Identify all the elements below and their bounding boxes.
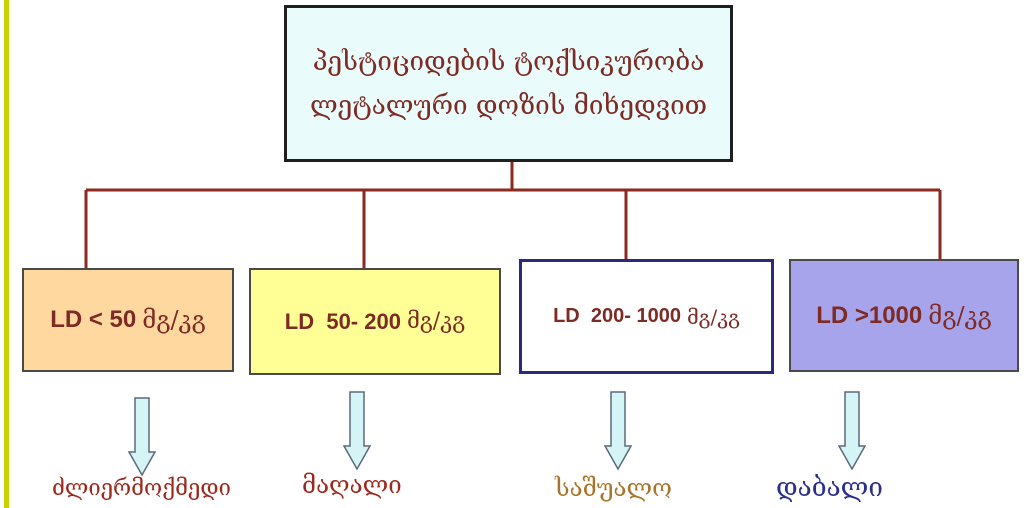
ld-range-label: LD < 50 [50,306,137,333]
ld-category-box-1: LD < 50 მგ/კგ [22,268,234,372]
title-line-1: პესტიციდების ტოქსიკურობა [312,46,705,77]
toxicity-level-3: საშუალო [555,474,672,502]
down-arrow-icon [837,391,867,471]
ld-range-label: LD >1000 [816,301,923,329]
unit-label: მგ/კგ [406,309,466,334]
title-box: პესტიციდების ტოქსიკურობა ლეტალური დოზის … [284,5,733,162]
toxicity-level-4: დაბალი [776,473,883,503]
down-arrow-icon [342,391,372,471]
title-line-2: ლეტალური დოზის მიხედვით [309,90,708,121]
ld-range-label: LD 200- 1000 [553,305,681,327]
ld-category-box-4: LD >1000 მგ/კგ [789,259,1019,372]
ld-category-box-3: LD 200- 1000 მგ/კგ [519,259,774,374]
ld-category-box-2: LD 50- 200 მგ/კგ [249,268,501,375]
down-arrow-icon [127,397,157,477]
toxicity-level-2: მაღალი [302,471,402,499]
toxicity-level-1: ძლიერმოქმედი [52,476,231,501]
unit-label: მგ/კგ [142,306,206,334]
left-accent-bar [4,0,9,508]
ld-range-label: LD 50- 200 [284,308,401,334]
unit-label: მგ/კგ [686,304,740,329]
unit-label: მგ/კგ [928,301,992,330]
down-arrow-icon [603,391,633,471]
